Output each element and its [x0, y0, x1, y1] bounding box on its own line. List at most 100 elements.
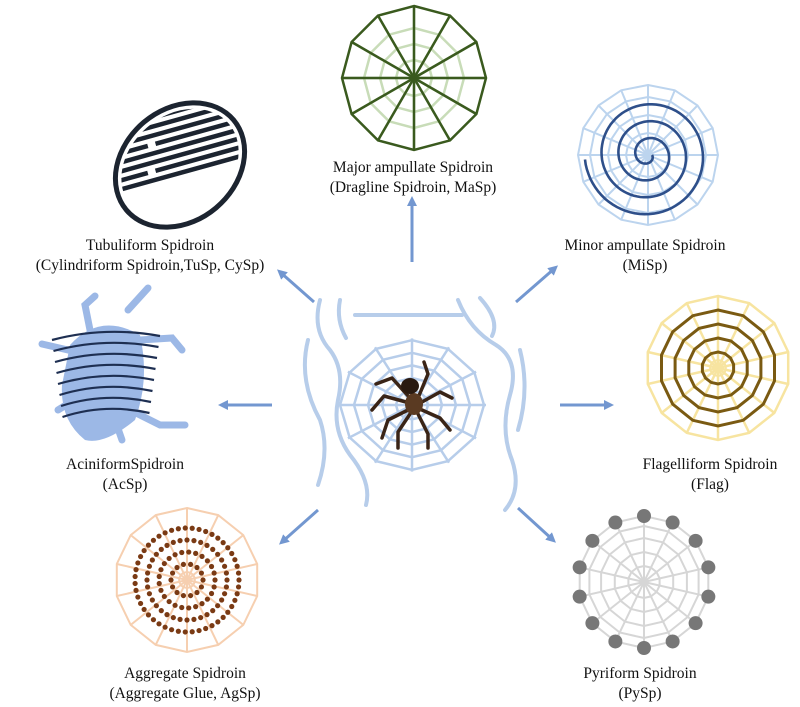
major-thread [351, 40, 415, 80]
aggr-glue-droplet [204, 542, 210, 548]
pyri-web-ring [627, 564, 661, 600]
aggr-glue-droplet [186, 605, 192, 611]
aggr-glue-droplet [223, 584, 229, 590]
aggr-web-spoke [186, 534, 244, 581]
aggr-glue-droplet [180, 561, 187, 568]
flag-web-spoke [660, 367, 719, 414]
aggr-glue-droplet [132, 580, 138, 587]
aggr-glue-droplet [203, 625, 209, 632]
aggr-glue-droplet [223, 570, 229, 576]
pyri-attachment-disc [665, 634, 680, 649]
aggr-glue-droplet [158, 608, 164, 614]
aggr-web-spoke [186, 563, 258, 581]
aggr-glue-droplet [210, 608, 216, 614]
flag-web-spoke [717, 367, 776, 414]
label-major-name: Major ampullate Spidroin [332, 159, 494, 176]
aggr-web-spoke [130, 579, 188, 626]
acin-leg [124, 284, 152, 314]
glue-droplet-web-icon [115, 506, 259, 654]
radial-web-icon [340, 4, 488, 152]
pyri-web-ring [600, 536, 688, 628]
acin-leg [136, 334, 186, 354]
label-pyri: Pyriform Spidroin (PySp) [555, 664, 725, 704]
aggr-glue-droplet [158, 587, 164, 593]
label-acin-name: AciniformSpidroin [66, 456, 184, 473]
arrow-to-tubu [277, 269, 315, 304]
aggr-glue-droplet [149, 557, 155, 563]
aggr-web-spoke [186, 579, 244, 626]
aggr-glue-droplet [150, 537, 157, 543]
aggr-glue-droplet [168, 627, 175, 633]
aggr-glue-droplet [172, 552, 178, 558]
aggr-glue-droplet [187, 561, 194, 568]
pyri-attachment-disc [665, 515, 680, 530]
aggr-web-spoke [186, 579, 220, 646]
aggr-glue-droplet [232, 557, 238, 563]
aggr-glue-droplet [219, 597, 225, 603]
aggr-glue-droplet [145, 542, 152, 548]
aggr-glue-droplet [170, 614, 176, 621]
aggr-glue-droplet [133, 567, 139, 573]
spider-leg [370, 394, 408, 412]
aggr-glue-droplet [208, 590, 215, 597]
aggr-glue-droplet [212, 577, 218, 583]
aggr-glue-droplet [215, 551, 221, 557]
aggr-glue-droplet [191, 616, 197, 622]
aggr-glue-droplet [194, 564, 200, 571]
aggr-glue-droplet [193, 550, 199, 556]
aggr-glue-droplet [203, 528, 209, 535]
aggr-glue-droplet [169, 570, 176, 576]
aggr-web-spoke [116, 563, 188, 581]
spider-leg [380, 408, 410, 440]
pyri-attachment-disc [688, 616, 703, 631]
aggr-glue-droplet [198, 539, 204, 546]
label-tubu-name: Tubuliform Spidroin [85, 237, 215, 254]
label-acin: AciniformSpidroin (AcSp) [40, 455, 210, 495]
aggr-glue-droplet [158, 567, 164, 573]
aggr-glue-droplet [135, 560, 141, 566]
egg-case-band [98, 85, 262, 111]
aggr-glue-droplet [135, 594, 141, 600]
aggr-glue-droplet [198, 614, 204, 621]
minor-web-ring [624, 131, 672, 179]
aggr-glue-droplet [209, 531, 215, 537]
center-ring [394, 389, 430, 421]
aggr-glue-droplet [198, 570, 205, 576]
flag-web-spoke [717, 366, 789, 386]
spider-leg [416, 412, 430, 450]
label-flag-name: Flagelliform Spidroin [642, 456, 778, 473]
spider [370, 360, 454, 450]
aggr-glue-droplet [196, 627, 202, 634]
center-ring [352, 351, 472, 459]
flag-web-spoke [717, 350, 789, 370]
aggr-glue-droplet [221, 563, 228, 569]
aggr-glue-droplet [215, 603, 221, 609]
pyri-attachment-disc [637, 509, 651, 523]
center-frame-thread [456, 298, 518, 512]
aggr-glue-droplet [153, 551, 159, 557]
pyri-web-spoke [643, 522, 674, 583]
aggr-glue-droplet [141, 547, 147, 554]
aggr-glue-droplet [194, 589, 200, 596]
arrows-group [218, 196, 614, 545]
aggr-glue-droplet [210, 546, 216, 552]
center-frame-thread [336, 298, 348, 340]
pyri-attachment-disc [585, 533, 600, 548]
aggr-glue-droplet [235, 584, 242, 590]
aggr-glue-droplet [182, 629, 188, 635]
aggr-glue-droplet [145, 584, 151, 590]
label-aggr: Aggregate Spidroin (Aggregate Glue, AgSp… [80, 664, 290, 704]
pyri-web-ring [613, 550, 675, 614]
aggr-web-ring [115, 506, 259, 654]
aggr-glue-droplet [141, 606, 147, 613]
flag-web-spoke [647, 350, 719, 370]
aggr-glue-droplet [186, 549, 192, 555]
major-thread [412, 15, 452, 79]
major-thread [376, 15, 416, 79]
spider-on-web-icon [302, 296, 527, 512]
center-spoke [411, 370, 477, 407]
acin-wrap-thread [60, 396, 152, 408]
pyri-attachment-disc [608, 515, 623, 530]
aggr-glue-droplet [172, 602, 178, 608]
aggr-glue-droplet [182, 525, 188, 531]
